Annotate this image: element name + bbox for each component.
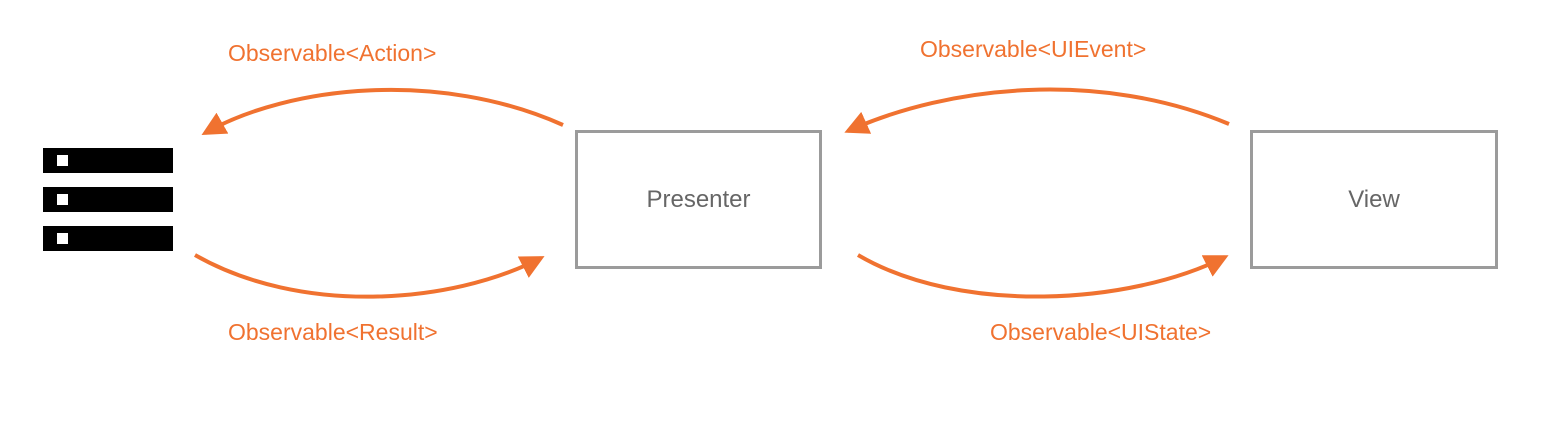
server-rack-unit bbox=[43, 187, 173, 212]
label-observable-uievent: Observable<UIEvent> bbox=[920, 36, 1147, 62]
server-light bbox=[57, 194, 68, 205]
label-observable-uistate: Observable<UIState> bbox=[990, 319, 1212, 345]
arrow-presenter-to-view bbox=[856, 253, 1229, 299]
server-light bbox=[57, 233, 68, 244]
label-observable-result: Observable<Result> bbox=[228, 319, 438, 345]
server-rack-unit bbox=[43, 226, 173, 251]
label-observable-action: Observable<Action> bbox=[228, 40, 437, 66]
server-rack-unit bbox=[43, 148, 173, 173]
server-light bbox=[57, 155, 68, 166]
presenter-node: Presenter bbox=[575, 130, 822, 269]
view-node: View bbox=[1250, 130, 1498, 269]
view-label: View bbox=[1348, 185, 1400, 213]
arrow-presenter-to-source bbox=[201, 87, 564, 135]
presenter-label: Presenter bbox=[646, 185, 751, 213]
arrow-view-to-presenter bbox=[844, 87, 1230, 134]
arrow-source-to-presenter bbox=[194, 253, 545, 299]
